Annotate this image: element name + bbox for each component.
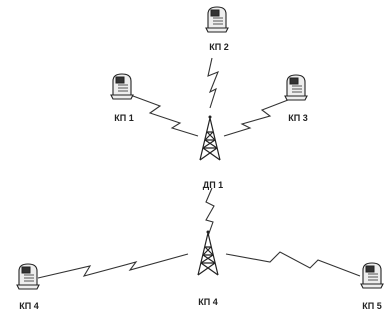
kp5-device-icon <box>361 263 383 288</box>
kp3-device-icon <box>285 75 307 100</box>
kp1-label: КП 1 <box>114 113 133 123</box>
kp1-device-icon <box>111 74 133 99</box>
kp4-label: КП 4 <box>198 297 217 307</box>
radio-link-kp3-dp1 <box>224 100 288 136</box>
kp4-tower-icon <box>198 231 218 276</box>
radio-link-kp2-dp1 <box>208 58 218 108</box>
radio-link-kp4-right <box>226 252 360 276</box>
dp1-tower-icon <box>200 116 220 161</box>
radio-link-kp4-left <box>38 254 188 278</box>
dp1-label: ДП 1 <box>203 180 223 190</box>
kp4-left-label: КП 4 <box>19 301 38 311</box>
kp2-label: КП 2 <box>209 42 228 52</box>
kp4-left-device-icon <box>17 264 39 289</box>
kp3-label: КП 3 <box>288 113 307 123</box>
kp2-device-icon <box>206 7 228 32</box>
radio-link-kp1-dp1 <box>133 96 198 136</box>
radio-link-dp1-kp4 <box>206 188 214 236</box>
kp5-label: КП 5 <box>362 301 381 311</box>
